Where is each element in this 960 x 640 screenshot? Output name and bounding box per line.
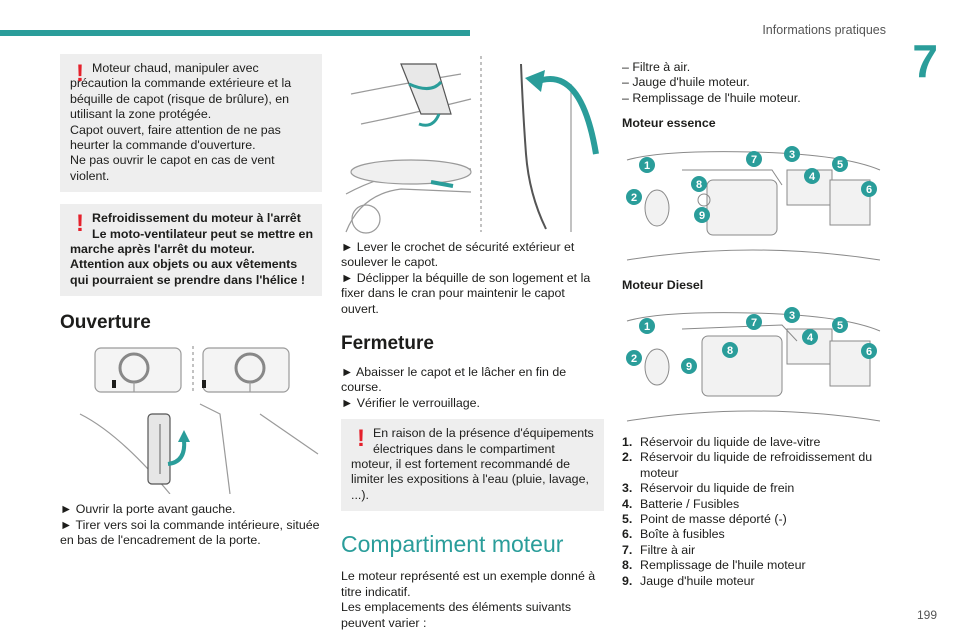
warning-text: Moteur chaud, manipuler avec [92, 61, 259, 75]
callout-badge-1 [639, 318, 655, 335]
callout-badge-7 [746, 314, 762, 331]
warning-text: électriques dans le compartiment moteur,… [351, 441, 589, 502]
warning-title: Refroidissement du moteur à l'arrêt [92, 211, 301, 226]
callout-number-9: 9 [699, 210, 705, 222]
callout-badge-4 [804, 167, 820, 184]
legend-list: 1.Réservoir du liquide de lave-vitre 2.R… [622, 435, 884, 589]
callout-number-5: 5 [837, 159, 843, 171]
legend-item: 5.Point de masse déporté (-) [622, 512, 787, 527]
warning-text: Le moto-ventilateur peut se mettre en ma… [70, 226, 314, 257]
intro-text: Les emplacements des éléments suivants p… [341, 600, 572, 630]
warning-text: En raison de la présence d'équipements [373, 426, 594, 441]
warning-text: Attention aux objets ou aux vêtements qu… [70, 257, 305, 287]
legend-item: 9.Jauge d'huile moteur [622, 573, 755, 588]
callout-number-3: 3 [789, 149, 795, 161]
column-1: ! Moteur chaud, manipuler avec précautio… [60, 54, 322, 549]
callout-badge-6 [861, 180, 877, 197]
callout-number-1: 1 [644, 160, 650, 172]
callout-badge-8 [722, 342, 738, 359]
list-item: – Filtre à air. [622, 60, 691, 74]
chapter-number: 7 [912, 35, 938, 87]
column-3: – Filtre à air. – Jauge d'huile moteur. … [622, 60, 884, 589]
callout-number-4: 4 [807, 332, 814, 344]
callout-badge-3 [784, 145, 800, 162]
callout-number-5: 5 [837, 320, 843, 332]
warning-exclamation-icon: ! [76, 210, 84, 238]
callout-badge-2 [626, 350, 642, 367]
callout-number-8: 8 [727, 345, 733, 357]
step-text: ► Vérifier le verrouillage. [341, 395, 480, 410]
diesel-engine-heading: Moteur Diesel [622, 277, 704, 292]
step-text: ► Ouvrir la porte avant gauche. [60, 502, 236, 517]
step-text: ► Lever le crochet de sécurité extérieur… [341, 240, 575, 270]
figure-interior-release [60, 344, 322, 495]
callout-badge-6 [861, 343, 877, 360]
callout-badge-5 [832, 155, 848, 172]
callout-badge-2 [626, 188, 642, 205]
legend-item: 1.Réservoir du liquide de lave-vitre [622, 435, 821, 450]
callout-number-9: 9 [686, 361, 692, 373]
callout-number-8: 8 [696, 179, 702, 191]
list-item: – Remplissage de l'huile moteur. [622, 90, 801, 105]
warning-box-hot-engine: ! Moteur chaud, manipuler avec précautio… [60, 54, 322, 193]
list-item: – Jauge d'huile moteur. [622, 75, 750, 90]
legend-item: 7.Filtre à air [622, 542, 696, 557]
section-heading-compartiment: Compartiment moteur [341, 531, 564, 558]
warning-text: Capot ouvert, faire attention de ne pas … [70, 122, 281, 153]
warning-text: précaution la commande extérieure et la … [70, 76, 292, 122]
warning-exclamation-icon: ! [76, 60, 84, 87]
callout-number-7: 7 [751, 317, 757, 329]
callout-badge-9 [681, 358, 697, 375]
page-number: 199 [916, 608, 937, 622]
step-text: ► Abaisser le capot et le lâcher en fin … [341, 365, 567, 395]
callout-badge-7 [746, 150, 762, 167]
warning-text: Ne pas ouvrir le capot en cas de vent vi… [70, 153, 275, 183]
callout-badge-4 [802, 329, 818, 346]
legend-item: 3.Réservoir du liquide de frein [622, 481, 795, 496]
callout-number-2: 2 [631, 192, 637, 204]
callout-number-6: 6 [866, 346, 872, 358]
header-title: Informations pratiques [762, 23, 886, 37]
intro-text: Le moteur représenté est un exemple donn… [341, 569, 596, 599]
legend-item: 6.Boîte à fusibles [622, 527, 725, 542]
callout-number-1: 1 [644, 321, 650, 333]
header-accent-bar [0, 30, 470, 36]
legend-item: 4.Batterie / Fusibles [622, 496, 740, 511]
section-heading-ouverture: Ouverture [60, 312, 151, 334]
callout-number-6: 6 [866, 184, 872, 196]
step-text: ► Tirer vers soi la commande intérieure,… [60, 517, 320, 548]
legend-item: 8.Remplissage de l'huile moteur [622, 558, 806, 573]
warning-exclamation-icon: ! [357, 425, 365, 453]
callout-badge-8 [691, 175, 707, 192]
callout-number-3: 3 [789, 310, 795, 322]
callout-badge-3 [784, 307, 800, 324]
figure-petrol-engine: 1 2 3 4 5 6 7 8 9 [622, 140, 884, 266]
legend-item: 2.Réservoir du liquide de refroidissemen… [622, 450, 873, 480]
callout-badge-1 [639, 156, 655, 173]
figure-hood-opening [341, 54, 604, 234]
warning-box-cooling: ! Refroidissement du moteur à l'arrêt Le… [60, 204, 322, 297]
petrol-engine-heading: Moteur essence [622, 116, 716, 131]
callout-number-4: 4 [809, 171, 816, 183]
callout-number-2: 2 [631, 353, 637, 365]
warning-box-water: ! En raison de la présence d'équipements… [341, 419, 604, 512]
step-text: ► Déclipper la béquille de son logement … [341, 270, 591, 316]
callout-badge-9 [694, 206, 710, 223]
section-heading-fermeture: Fermeture [341, 333, 434, 355]
column-2: ► Lever le crochet de sécurité extérieur… [341, 54, 604, 631]
callout-badge-5 [832, 317, 848, 334]
callout-number-7: 7 [751, 154, 757, 166]
